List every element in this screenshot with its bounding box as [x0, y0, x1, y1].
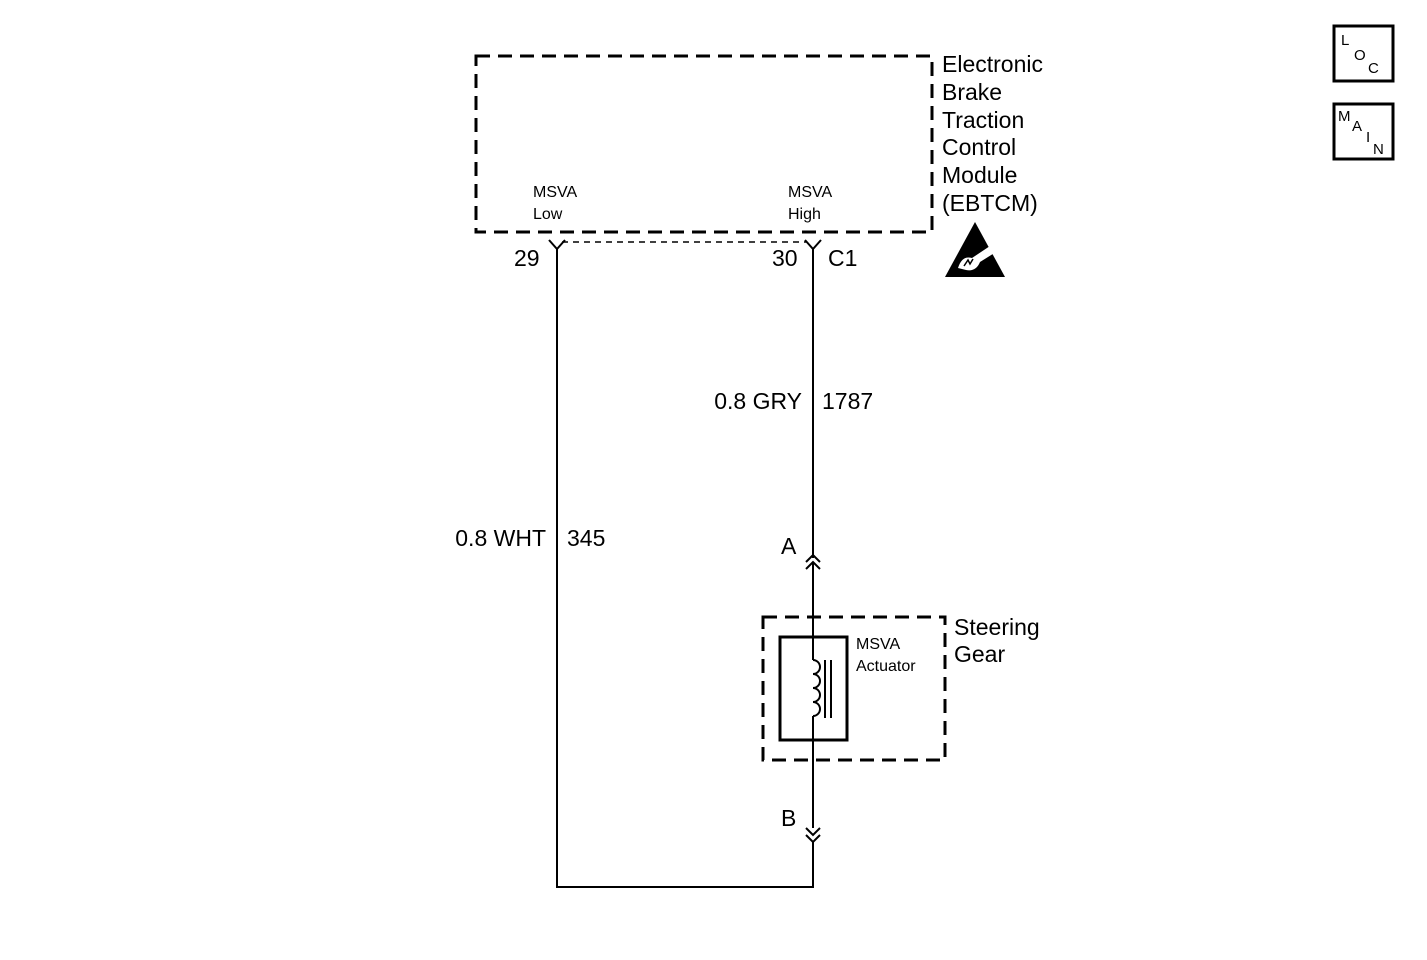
steering-gear-name: Steering Gear	[954, 614, 1046, 667]
msva-actuator-label: MSVA Actuator	[856, 636, 916, 675]
ebtcm-outline	[474, 54, 934, 234]
msva-high-label: MSVA High	[788, 184, 836, 223]
loc-letter-l: L	[1341, 32, 1349, 49]
wire-high-gry: 0.8 GRY 1787	[714, 249, 873, 558]
terminal-b-label: B	[781, 805, 796, 831]
connector-label: C1	[828, 245, 857, 271]
pin-29-label: 29	[514, 245, 540, 271]
main-letter-i: I	[1366, 129, 1370, 146]
terminal-a: A	[781, 533, 821, 637]
steering-gear: Steering Gear MSVA Actuator	[761, 614, 1046, 828]
esd-sensitive-icon	[945, 222, 1005, 277]
wire-low-circuit: 345	[567, 525, 605, 551]
connector-c1: 29 30 C1	[514, 239, 857, 271]
wire-low-segment	[556, 249, 814, 888]
main-letter-a: A	[1352, 118, 1362, 135]
terminal-a-chevron-top	[805, 553, 821, 563]
loc-letter-c: C	[1368, 60, 1379, 77]
wire-high-size-color: 0.8 GRY	[714, 388, 802, 414]
main-letter-n: N	[1373, 141, 1384, 158]
terminal-a-label: A	[781, 533, 797, 559]
terminal-b-chevron-top	[805, 827, 821, 837]
main-button[interactable]: M A I N	[1332, 102, 1395, 161]
ebtcm-name: Electronic Brake Traction Control Module…	[942, 51, 1049, 216]
msva-low-label: MSVA Low	[533, 184, 581, 223]
loc-letter-o: O	[1354, 47, 1366, 64]
solenoid-coil-icon	[812, 637, 832, 740]
pin-30-label: 30	[772, 245, 798, 271]
main-letter-m: M	[1338, 108, 1351, 125]
ebtcm-module: Electronic Brake Traction Control Module…	[474, 51, 1049, 234]
steering-gear-outline	[761, 615, 947, 762]
pin-29-terminal	[548, 239, 566, 251]
loc-button[interactable]: L O C	[1332, 24, 1395, 83]
wire-low-wht: 0.8 WHT 345	[455, 249, 814, 888]
terminal-b-chevron-bottom	[805, 834, 821, 844]
terminal-b: B	[781, 805, 821, 844]
wire-low-size-color: 0.8 WHT	[455, 525, 546, 551]
wire-high-circuit: 1787	[822, 388, 873, 414]
pin-30-terminal	[804, 239, 822, 251]
